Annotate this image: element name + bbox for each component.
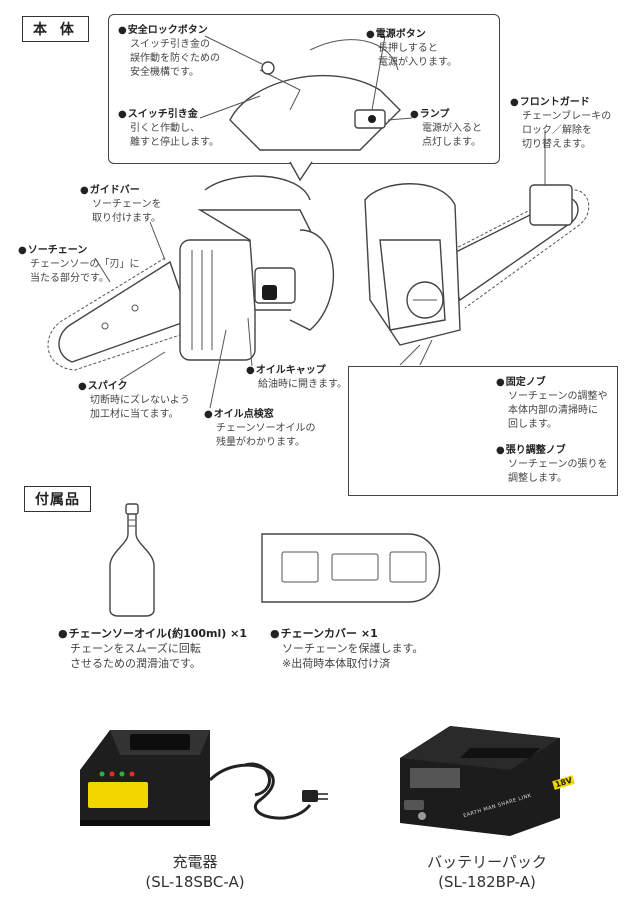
section-title-main-body: 本 体 [22, 16, 89, 42]
callout-front-guard: フロントガード チェーンブレーキの ロック／解除を 切り替えます。 [510, 96, 611, 152]
charger-model: (SL-18SBC-A) [145, 873, 245, 891]
callout-safety-lock: 安全ロックボタン スイッチ引き金の 誤作動を防ぐための 安全機構です。 [118, 24, 220, 80]
callout-saw-chain: ソーチェーン チェーンソーの「刃」に 当たる部分です。 [18, 244, 140, 286]
charger-name: 充電器 [172, 853, 218, 871]
callout-power-button: 電源ボタン 長押しすると 電源が入ります。 [366, 28, 457, 70]
battery-model: (SL-182BP-A) [438, 873, 536, 891]
battery-image [400, 726, 560, 836]
oil-bottle-illustration [109, 503, 155, 617]
section-title-accessories: 付属品 [24, 486, 91, 512]
callout-tension-knob: 張り調整ノブ ソーチェーンの張りを 調整します。 [496, 444, 608, 486]
charger-image [80, 730, 328, 826]
callout-oil-cap: オイルキャップ 給油時に開きます。 [246, 364, 347, 392]
charger-caption: 充電器 (SL-18SBC-A) [120, 852, 270, 892]
callout-guide-bar: ガイドバー ソーチェーンを 取り付けます。 [80, 184, 162, 226]
callout-spike: スパイク 切断時にズレないよう 加工材に当てます。 [78, 380, 190, 422]
accessory-oil: チェーンソーオイル(約100ml) ×1 チェーンをスムーズに回転 させるための… [58, 626, 247, 671]
accessory-chain-cover: チェーンカバー ×1 ソーチェーンを保護します。 ※出荷時本体取付け済 [270, 626, 424, 671]
chain-cover-illustration [261, 533, 441, 603]
callout-switch-trigger: スイッチ引き金 引くと作動し、 離すと停止します。 [118, 108, 219, 150]
battery-caption: バッテリーパック (SL-182BP-A) [402, 852, 572, 892]
battery-name: バッテリーパック [427, 853, 547, 871]
callout-oil-window: オイル点検窓 チェーンソーオイルの 残量がわかります。 [204, 408, 316, 450]
callout-fixing-knob: 固定ノブ ソーチェーンの調整や 本体内部の清掃時に 回します。 [496, 376, 608, 432]
callout-lamp: ランプ 電源が入ると 点灯します。 [410, 108, 482, 150]
